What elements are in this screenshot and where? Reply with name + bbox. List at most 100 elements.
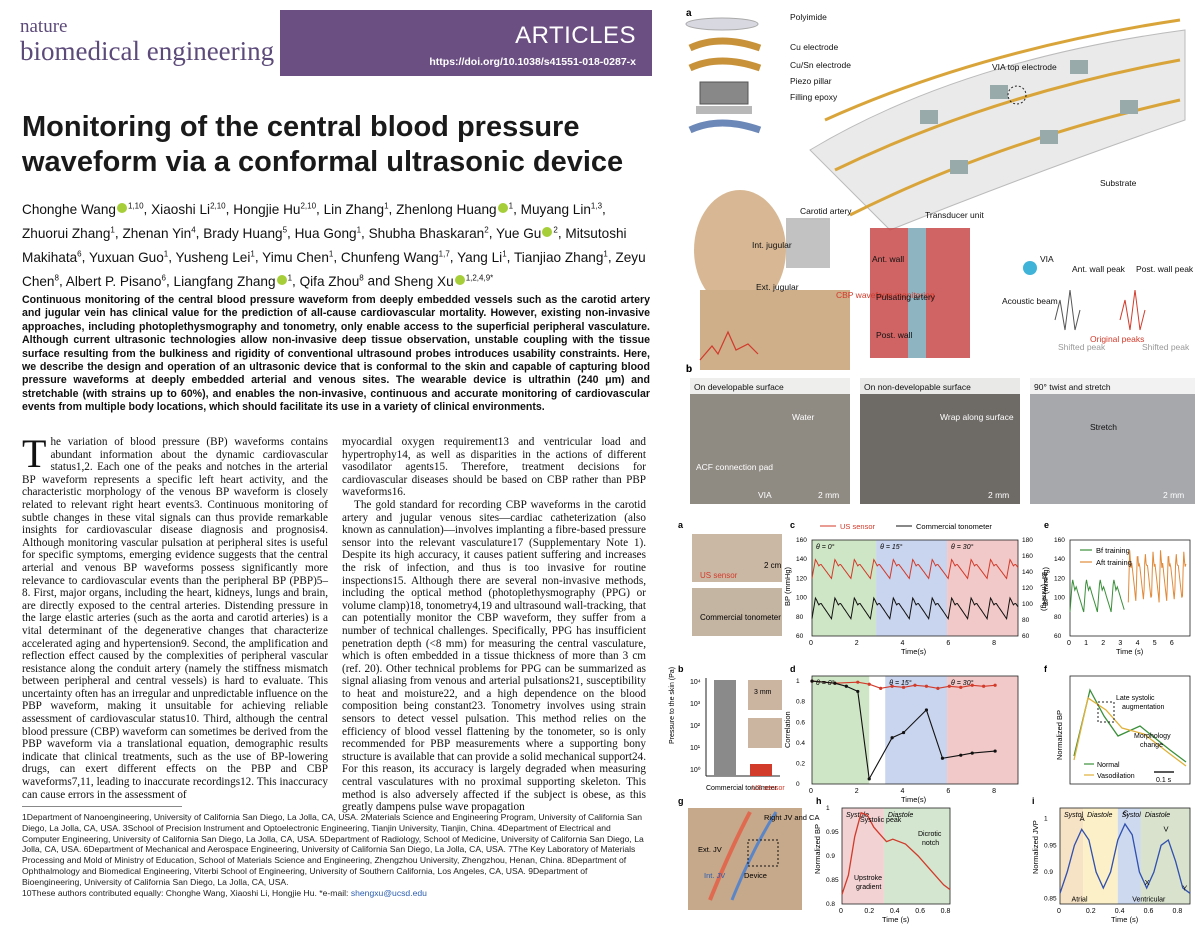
a2-scale: 2 cm: [764, 561, 782, 570]
panel-g-photo: Right JV and CA Ext. JV Int. JV Device: [688, 808, 819, 910]
article-column: nature biomedical engineering ARTICLES h…: [14, 10, 652, 898]
x-tick-label: 0.4: [890, 908, 900, 915]
panel-b2-label: b: [678, 664, 684, 674]
region-2: [1117, 808, 1141, 904]
cbp-monitoring-label: CBP waveform monitoring: [836, 290, 935, 300]
author-name: Zeyu Chen: [22, 249, 646, 289]
y-axis-label: Correlation: [783, 711, 792, 748]
series-line-normal: [1073, 688, 1187, 763]
panel-photos-label: b: [686, 364, 692, 375]
y-tick-label: 100: [1054, 595, 1065, 602]
author-name: Yang Li: [457, 249, 503, 265]
orcid-icon[interactable]: [542, 226, 553, 237]
series-line-0: [811, 558, 1019, 580]
region-label: Diastole: [1145, 812, 1170, 819]
author-name: Xiaoshi Li: [151, 201, 211, 217]
article-title: Monitoring of the central blood pressure…: [22, 111, 624, 178]
author-affiliation-number: 1: [110, 225, 115, 235]
b2-ytick-4: 10⁰: [690, 766, 701, 774]
author: Zhenan Yin4: [122, 225, 195, 241]
data-point: [970, 683, 974, 687]
y-axis-label: Normalized JVP: [1031, 820, 1040, 874]
y-tick-label: 0.8: [796, 699, 805, 706]
region-0: [812, 676, 870, 784]
wrap-label: Wrap along surface: [940, 412, 1014, 422]
author: Brady Huang5: [203, 225, 287, 241]
x-axis-label: Time(s): [901, 795, 927, 804]
b2-scale: 3 mm: [754, 689, 772, 696]
x-tick-label: 8: [992, 640, 996, 647]
panel-e-label: e: [1044, 520, 1049, 530]
x-axis-label: Time (s): [882, 915, 910, 924]
author-name: Tianjiao Zhang: [513, 249, 604, 265]
author-affiliation-number: 1: [384, 201, 389, 210]
series-line-jvp: [1059, 822, 1191, 894]
b2-ytick-2: 10²: [690, 723, 701, 730]
author-name: Sheng Xu: [393, 273, 454, 289]
author-affiliation-number: 1: [250, 249, 255, 259]
x-axis-label: Time(s): [901, 647, 927, 656]
bar-us-sensor: [750, 764, 772, 776]
region-label: Systole: [1122, 812, 1145, 819]
y-tick-label: 0.6: [796, 719, 805, 726]
plot-frame: [841, 807, 951, 905]
body-column-2: myocardial oxygen requirement13 and vent…: [342, 436, 646, 814]
shifted-peak-right-label: Shifted peak: [1142, 342, 1190, 352]
doi-link[interactable]: https://doi.org/10.1038/s41551-018-0287-…: [429, 56, 636, 68]
author-affiliation-number: 2: [553, 225, 558, 235]
acoustic-beam-label: Acoustic beam: [1002, 296, 1058, 306]
photo-labels: On developable surface On non-developabl…: [694, 382, 1184, 500]
email-link[interactable]: shengxu@ucsd.edu: [350, 887, 427, 898]
x-tick-label: 2: [1101, 640, 1105, 647]
layer-labels: Polyimide Cu electrode Cu/Sn electrode P…: [790, 12, 1137, 188]
x-tick-label: 0.6: [915, 908, 925, 915]
orcid-icon[interactable]: [276, 274, 287, 285]
author: Yang Li1: [457, 249, 507, 265]
author: Zeyu Chen8: [22, 250, 646, 289]
author-name: Shubha Bhaskaran: [368, 225, 485, 241]
highlight-box: [1097, 701, 1115, 723]
legend-entry: Normal: [1097, 762, 1120, 769]
legend-entry: Bf training: [1096, 546, 1130, 555]
annotation-upstroke: gradient: [856, 884, 881, 891]
author-name: Mitsutoshi Makihata: [22, 225, 627, 265]
g-int-jv: Int. JV: [704, 871, 725, 880]
phase-label: Atrial: [1072, 896, 1088, 903]
x-tick-label: 2: [855, 788, 859, 795]
x-tick-label: 6: [946, 788, 950, 795]
x-tick-label: 5: [1153, 640, 1157, 647]
author-affiliation-number: 2: [484, 225, 489, 235]
tonometer-photo-label: Commercial tonometer: [700, 613, 781, 622]
orcid-icon[interactable]: [116, 202, 127, 213]
region-3: [1140, 808, 1190, 904]
author-name: Liangfang Zhang: [173, 273, 276, 289]
data-point: [936, 686, 940, 690]
g-device: Device: [744, 871, 767, 880]
region-label: θ = 30°: [951, 543, 974, 551]
region-label: Diastole: [1087, 812, 1112, 819]
author: Yuxuan Guo1: [89, 249, 168, 265]
region-label: θ = 30°: [951, 679, 974, 687]
legend-entry: Vasodilation: [1097, 773, 1135, 780]
abstract: Continuous monitoring of the central blo…: [22, 294, 650, 414]
y-tick-label: 140: [796, 556, 807, 563]
annotation: Late systolic: [1116, 695, 1155, 702]
author: Muyang Lin1,3: [521, 201, 602, 217]
data-point: [947, 684, 951, 688]
author-name: Yusheng Lei: [175, 249, 251, 265]
y-tick-label: 0.95: [1044, 842, 1057, 849]
orcid-icon[interactable]: [454, 274, 465, 285]
author-name: Hongjie Hu: [233, 201, 301, 217]
figure-canvas: a Polyimide Cu electrode Cu/Sn electrode…: [669, 8, 1195, 924]
journal-name-line2: biomedical engineering: [20, 36, 275, 66]
orcid-icon[interactable]: [497, 202, 508, 213]
x-tick-label: 0: [839, 908, 843, 915]
y-tick-label: 0.9: [1044, 869, 1053, 876]
panel-c-label: c: [790, 520, 795, 530]
body-text-2b: The gold standard for recording CBP wave…: [342, 498, 646, 814]
author-name: Albert P. Pisano: [65, 273, 162, 289]
x-axis-label: Time (s): [1116, 647, 1144, 656]
